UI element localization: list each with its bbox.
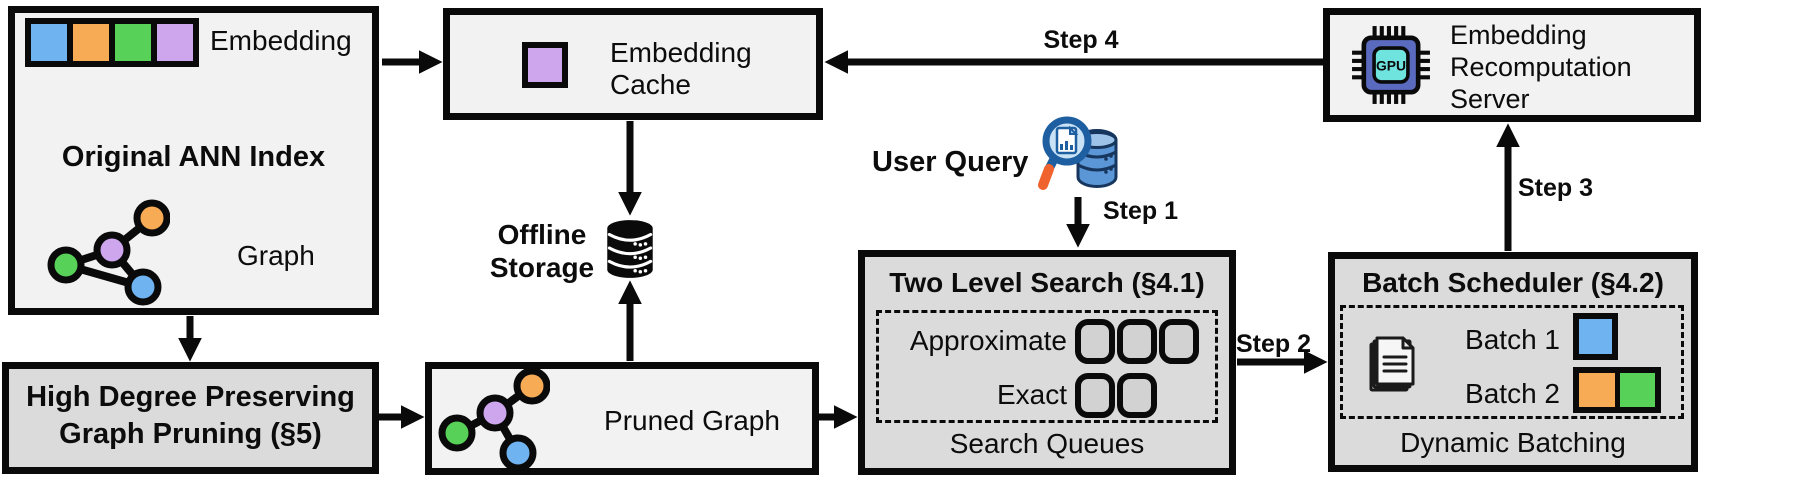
- step-3-label: Step 3: [1518, 174, 1594, 202]
- embedding-cache-label: Embedding Cache: [610, 37, 752, 100]
- approximate-queue-label: Approximate: [909, 325, 1067, 356]
- step-2-label: Step 2: [1236, 330, 1312, 358]
- embedding-label: Embedding: [210, 25, 352, 56]
- dynamic-batching-panel: Batch 1 Batch 2: [1340, 305, 1684, 419]
- two-level-search-title: Two Level Search (§4.1): [889, 267, 1205, 298]
- batch-2-chip-orange: [1579, 373, 1615, 407]
- pruned-graph-icon: [438, 367, 550, 472]
- two-level-search-box: Two Level Search (§4.1) Approximate Exac…: [858, 250, 1236, 475]
- offline-storage-label: Offline Storage: [489, 219, 595, 283]
- exact-queue-slots: [1075, 373, 1157, 418]
- graph-icon: [47, 199, 170, 306]
- batch-scheduler-title: Batch Scheduler (§4.2): [1362, 267, 1664, 298]
- original-ann-index-box: Embedding Original ANN Index Graph: [8, 6, 379, 315]
- approximate-queue-slots: [1075, 319, 1199, 364]
- exact-queue-label: Exact: [996, 379, 1067, 410]
- gpu-chip-icon: GPU: [1352, 26, 1430, 104]
- recomputation-server-label: Embedding Recomputation Server: [1450, 20, 1632, 114]
- batch-2-chip-green: [1614, 373, 1655, 407]
- batch-1-label: Batch 1: [1465, 324, 1560, 355]
- step-4-label: Step 4: [1043, 26, 1119, 54]
- queue-slot: [1075, 373, 1115, 418]
- embedding-cell-blue: [31, 24, 67, 61]
- cached-embedding-icon: [522, 42, 568, 88]
- embedding-cell-green: [115, 24, 151, 61]
- batch-2-chip-group: [1573, 367, 1661, 413]
- user-query-label: User Query: [872, 146, 1029, 178]
- batch-2-label: Batch 2: [1465, 378, 1560, 409]
- user-query-icon: [1038, 116, 1118, 190]
- recomputation-server-box: GPU Embedding Recomputation Server: [1323, 8, 1701, 122]
- batch-scheduler-box: Batch Scheduler (§4.2) Batch 1 Batch 2: [1328, 252, 1698, 472]
- dynamic-batching-caption: Dynamic Batching: [1400, 427, 1626, 458]
- queue-slot: [1117, 319, 1157, 364]
- search-queues-panel: Approximate Exact: [876, 310, 1218, 423]
- documents-icon: [1369, 336, 1415, 392]
- queue-slot: [1117, 373, 1157, 418]
- gpu-chip-label: GPU: [1376, 58, 1406, 74]
- original-ann-index-title: Original ANN Index: [61, 141, 326, 173]
- embedding-cell-orange: [73, 24, 109, 61]
- search-queues-caption: Search Queues: [949, 428, 1145, 459]
- graph-label: Graph: [237, 240, 315, 271]
- batch-1-chip-blue: [1573, 313, 1618, 360]
- offline-storage-database-icon: [607, 220, 653, 278]
- queue-slot: [1075, 319, 1115, 364]
- embedding-cell-purple: [157, 24, 193, 61]
- step-1-label: Step 1: [1103, 197, 1179, 225]
- graph-pruning-title: High Degree Preserving Graph Pruning (§5…: [26, 381, 355, 450]
- queue-slot: [1159, 319, 1199, 364]
- embedding-vector-icon: [25, 18, 199, 67]
- graph-pruning-box: High Degree Preserving Graph Pruning (§5…: [2, 362, 379, 474]
- embedding-cache-box: Embedding Cache: [443, 8, 823, 120]
- pruned-graph-label: Pruned Graph: [604, 405, 780, 436]
